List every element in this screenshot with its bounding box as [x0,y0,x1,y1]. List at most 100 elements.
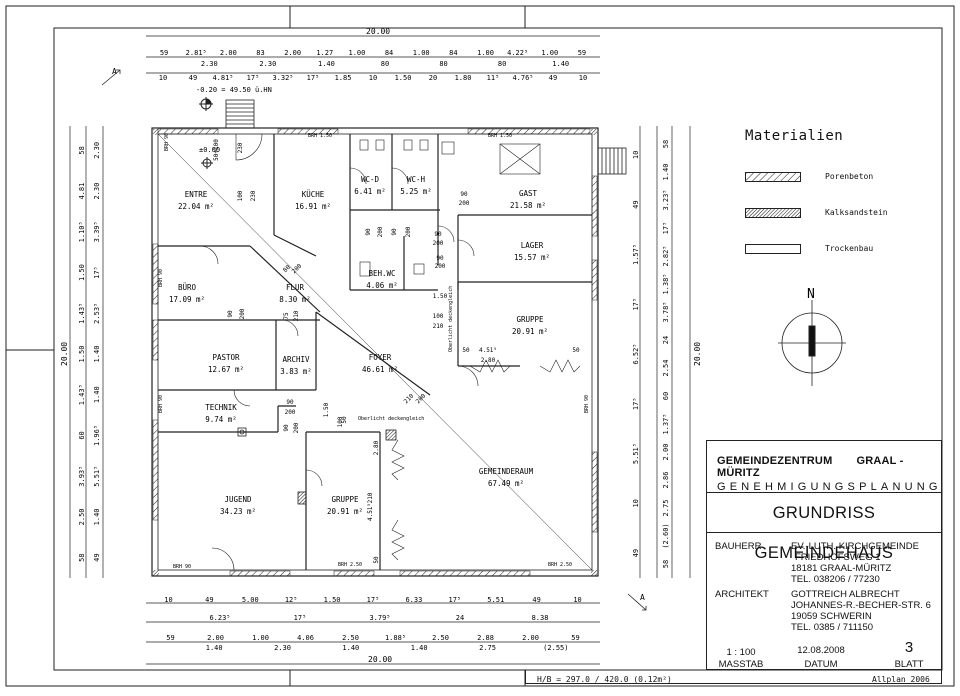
dimension-label: 4.76⁵ [512,74,533,82]
door-label: 80 [282,264,292,274]
door-label: 200 [291,262,304,275]
dim-right-inner: 581.403.23⁵17⁵2.82⁵1.38⁵3.78⁵242.54601.3… [662,140,670,568]
door-label: 210 [367,492,374,503]
sill-height-label: BRH 2.50 [338,562,362,568]
room-name: BÜRO [178,283,197,292]
dimension-label: 5.00 [242,596,259,604]
dimension-label: 3.39⁵ [93,221,101,242]
room-name: LAGER [521,241,544,250]
dimension-label: 2.30 [259,60,276,68]
dimension-label: 58 [78,553,86,561]
sill-height-label: BRH 1.50 [308,133,332,139]
dimension-label: 17⁵ [367,596,380,604]
door-label: 200 [405,226,412,237]
door-label: 2.80 [481,357,496,364]
dimension-label: 1.43⁵ [78,384,86,405]
dimension-label: 5.51⁵ [93,466,101,487]
plan-phase: GENEHMIGUNGSPLANUNG [717,481,942,493]
dimension-label: 8.38 [532,614,549,622]
dimension-label: 2.88 [477,634,494,642]
dimension-label: 1.85 [335,74,352,82]
dimension-label: 80 [381,60,389,68]
room-name: GEMEINDERAUM [479,467,534,476]
room-name: WC-D [361,175,380,184]
room-area: 22.04 m² [178,202,214,211]
dimension-label: 12⁵ [285,596,298,604]
dimension-label: 17⁵ [632,298,640,311]
dimension-chain-top [146,35,600,74]
footer-strip [525,670,942,684]
door-label: 200 [459,200,470,207]
door-label: 90 [434,231,442,238]
software-label: Allplan 2006 [872,675,930,684]
door-label: 210 [403,392,416,405]
dimension-label: 2.75 [662,500,670,517]
door-label: 75 [283,312,290,320]
dimension-label: 1.00 [413,49,430,57]
sill-height-label: BRH 1.50 [488,133,512,139]
room-area: 20.91 m² [327,507,363,516]
sanitary-fixtures [359,139,541,277]
address-line: 18181 GRAAL-MÜRITZ [791,563,892,574]
dimension-label: 4.81⁵ [212,74,233,82]
dimension-label: 59 [166,634,174,642]
dimension-label: 17⁵ [93,266,101,279]
room-name: GAST [519,189,538,198]
address-line: TEL. 038206 / 77230 [791,574,880,585]
dim-overall-top: 20.00 [366,27,390,36]
dimension-label: 1.00 [541,49,558,57]
dimension-label: 1.40 [552,60,569,68]
zero-level: ±0.00 [199,146,220,154]
dimension-label: 2.50 [342,634,359,642]
door-swings [199,133,479,571]
dimension-label: 3.93⁵ [78,466,86,487]
door-label: 230 [237,142,244,153]
dimension-label: 1.80 [455,74,472,82]
dimension-label: 2.00 [522,634,539,642]
room-area: 8.30 m² [279,295,311,304]
dimension-label: 49 [632,549,640,557]
interior-walls [158,134,592,570]
room-area: 3.83 m² [280,367,312,376]
door-label: 200 [239,308,246,319]
dimension-label: 2.75 [479,644,496,652]
empty-swatch-icon [745,244,801,254]
door-label: 50+100 [213,139,220,161]
dimension-label: 11⁵ [487,74,500,82]
dimension-label: 49 [205,596,213,604]
dimension-label: 3.23⁵ [662,189,670,210]
dimension-label: 58 [78,146,86,154]
dimension-label: 84 [385,49,393,57]
dimension-label: 1.50 [78,346,86,363]
door-label: 210 [433,323,444,330]
section-arrow-bottom-right [627,593,647,611]
sill-height-label: BRH 90 [158,269,164,287]
door-label: 200 [377,226,384,237]
sill-height-label: BRH 90 [164,133,170,151]
date-value: 12.08.2008 [797,645,845,656]
door-label: 4.51⁵ [367,503,374,521]
hatch-swatch-icon [745,172,801,182]
room-area: 16.91 m² [295,202,331,211]
dimension-label: 49 [632,200,640,208]
room-area: 12.67 m² [208,365,244,374]
sill-height-label: BRH 90 [173,564,191,570]
dimension-label: 10 [369,74,377,82]
north-arrow-icon [778,300,846,386]
dimension-label: 17⁵ [294,614,307,622]
dimension-label: 1.50 [324,596,341,604]
dim-overall-left: 20.00 [60,342,69,366]
dimension-chain-right [639,126,691,578]
legend-item-kalksandstein: Kalksandstein [745,208,945,220]
project-place: GRAAL - MÜRITZ [717,455,904,479]
sill-height-label: BRH 90 [584,395,590,413]
